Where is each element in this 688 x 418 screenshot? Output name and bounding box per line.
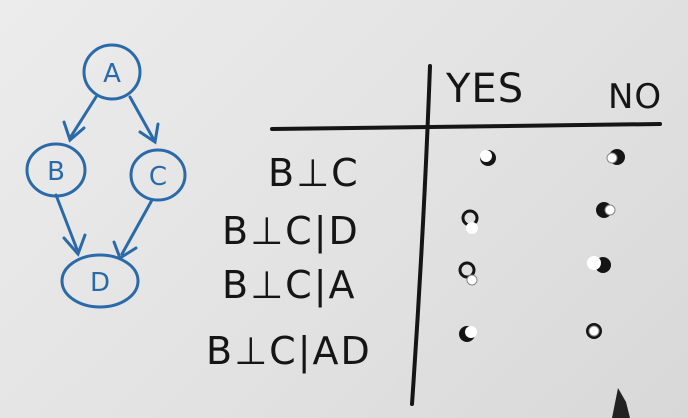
node-c-label: C	[149, 162, 167, 192]
column-header-no: NO	[608, 77, 662, 117]
node-labels: A B C D	[47, 59, 167, 298]
row-1-yes-mark[interactable]	[480, 150, 496, 166]
row-3-no-mark[interactable]	[587, 256, 611, 273]
table-grid	[270, 64, 662, 406]
node-a	[82, 43, 142, 101]
edge-a-b	[68, 95, 98, 140]
row-4-yes-mark[interactable]	[459, 326, 477, 342]
edge-a-b-arrowhead	[62, 120, 86, 143]
row-1-no-mark[interactable]	[606, 149, 625, 165]
node-d-label: D	[90, 268, 110, 298]
node-c	[129, 148, 187, 202]
column-header-yes: YES	[445, 66, 524, 112]
bayes-net-graph	[25, 43, 187, 309]
node-b	[25, 142, 87, 198]
table-horizontal-rule	[270, 122, 662, 131]
answer-marks	[458, 149, 625, 342]
row-label-1: B⊥C	[268, 151, 360, 195]
marker-tip	[612, 388, 630, 418]
edge-b-d	[54, 193, 80, 254]
row-2-yes-mark[interactable]	[461, 209, 479, 234]
node-d	[60, 253, 140, 309]
table-vertical-rule	[410, 64, 432, 406]
edge-c-d	[120, 198, 154, 256]
row-label-2: B⊥C|D	[222, 209, 360, 254]
edge-a-c	[128, 95, 156, 142]
node-a-label: A	[103, 59, 121, 89]
row-3-yes-mark[interactable]	[458, 261, 478, 286]
row-2-no-mark[interactable]	[596, 202, 616, 218]
row-4-no-mark[interactable]	[586, 323, 602, 339]
edge-a-c-arrowhead	[138, 122, 160, 145]
node-b-label: B	[47, 157, 65, 187]
row-label-4: B⊥C|AD	[206, 329, 372, 374]
row-label-3: B⊥C|A	[222, 263, 357, 308]
edge-b-d-arrowhead	[62, 233, 87, 257]
